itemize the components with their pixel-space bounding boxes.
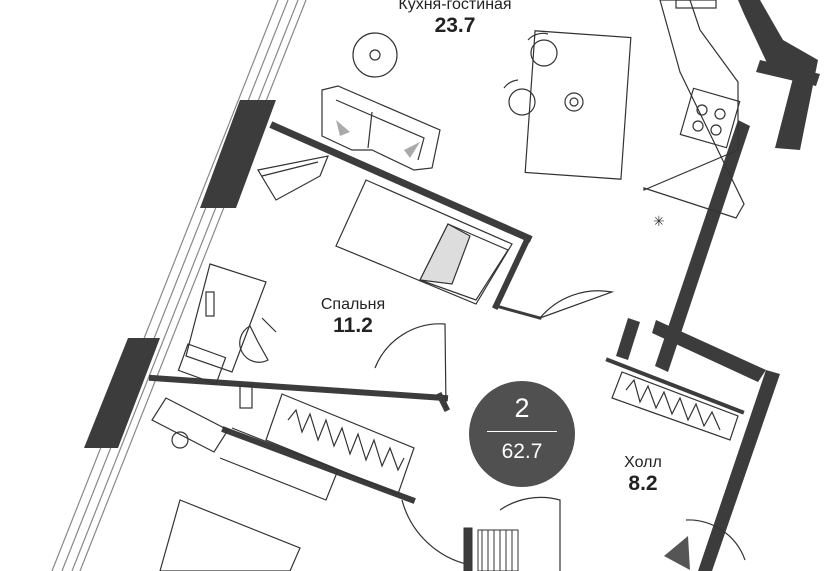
entrance-arrow-icon <box>664 536 690 570</box>
room-label-kitchen-living: Кухня-гостиная 23.7 <box>360 0 550 38</box>
room-area: 8.2 <box>628 472 658 495</box>
apartment-badge: 2 62.7 <box>469 381 575 487</box>
radiator-icon <box>239 385 253 409</box>
sofa-icon <box>321 85 441 171</box>
room-name: Спальня <box>320 296 386 313</box>
bedroom-furniture <box>177 155 513 409</box>
room-area: 11.2 <box>333 314 373 337</box>
sink-icon: ✳ <box>653 214 665 230</box>
room-label-bedroom: Спальня 11.2 <box>298 296 408 338</box>
shelf-icon <box>177 343 227 385</box>
stair-block <box>463 527 519 571</box>
bed-icon <box>335 179 513 305</box>
hanger-wardrobe <box>265 393 415 495</box>
room-area: 23.7 <box>434 14 476 37</box>
desk-chair-icon <box>239 325 269 363</box>
chair-icon <box>508 88 536 116</box>
round-table-icon <box>352 32 398 78</box>
bed-icon <box>159 499 301 571</box>
hall-wardrobe <box>611 371 739 441</box>
room-name: Кухня-гостиная <box>398 0 512 13</box>
lower-room-furniture <box>151 397 339 571</box>
door-swings <box>374 290 746 571</box>
walls <box>84 0 820 571</box>
desk-icon <box>257 155 329 201</box>
total-area: 62.7 <box>501 440 543 463</box>
wardrobe-icon <box>185 263 267 373</box>
chair-icon <box>530 39 558 67</box>
kitchen-living-furniture: ✳ <box>321 0 745 230</box>
room-name: Холл <box>624 454 662 471</box>
dining-table-icon <box>524 30 632 180</box>
kitchen-counter <box>643 0 745 219</box>
room-count: 2 <box>514 393 530 423</box>
partitions <box>148 121 745 504</box>
cabinet-icon <box>151 397 229 453</box>
cooktop-icon <box>679 87 741 149</box>
room-label-hall: Холл 8.2 <box>598 454 688 496</box>
badge-divider <box>487 431 557 432</box>
window-facade <box>51 0 307 571</box>
